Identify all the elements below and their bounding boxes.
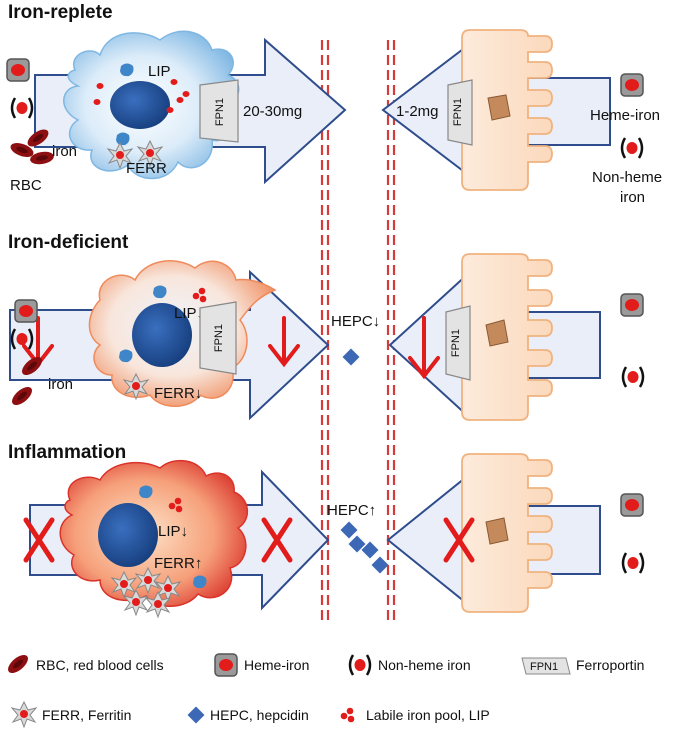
non-heme-iron-icon [10,96,34,120]
legend-lip-icon [340,707,355,723]
fpn1-label: FPN1 [450,329,462,357]
legend-ferroportin-icon [521,657,571,675]
vesicle-icon [193,575,207,589]
vesicle-icon [116,132,130,146]
lip-label: LIP [148,63,171,80]
fpn1-label: FPN1 [213,324,225,352]
section-title-inflammation: Inflammation [8,442,126,463]
ferr-down-label: FERR↓ [154,385,202,402]
vesicle-icon [153,285,167,299]
legend-heme-icon [214,653,238,677]
enterocyte-absorption-amount: 1-2mg [396,103,439,120]
section-title-deficient: Iron-deficient [8,232,129,253]
decrease-arrow [408,316,440,380]
legend-non-heme-label: Non-heme iron [378,657,471,673]
enterocyte-nucleus-deficient [485,319,509,347]
ferroportin-enterocyte-deficient [445,305,471,381]
ferroportin-macrophage-replete [199,79,239,143]
enterocyte-nucleus-inflamed [485,517,509,545]
legend-non-heme-icon [348,653,372,677]
hepcidin-icon [342,348,360,366]
nucleus-replete [110,81,170,129]
enterocyte-nucleus-replete [487,94,511,121]
legend-rbc-icon [4,651,32,677]
heme-iron-icon [620,293,644,317]
non-heme-iron-icon [621,551,645,575]
hepcidin-up-label: HEPC↑ [327,502,376,519]
heme-iron-label: Heme-iron [590,107,660,124]
legend-fpn-box-label: FPN1 [530,661,558,673]
legend-hepcidin-label: HEPC, hepcidin [210,707,309,723]
non-heme-label-line1: Non-heme [592,169,662,186]
legend: RBC, red blood cells Heme-iron Non-heme … [4,651,644,728]
legend-ferritin-icon [11,701,37,728]
macrophage-release-amount: 20-30mg [243,103,302,120]
fpn1-label: FPN1 [452,98,464,126]
non-heme-label-line2: iron [620,189,645,206]
lip-down-label: LIP↓ [174,305,204,322]
heme-iron-icon [14,299,38,323]
vesicle-icon [119,349,133,363]
blocked-mark [261,517,293,563]
iron-label: iron [48,376,73,393]
legend-ferritin-label: FERR, Ferritin [42,707,131,723]
blocked-mark [23,517,55,563]
circulation-divider-lines [320,40,396,625]
fpn1-label: FPN1 [214,98,226,126]
nucleus-deficient [132,303,192,367]
ferroportin-enterocyte-replete [447,79,473,146]
iron-label: iron [52,143,77,160]
non-heme-iron-icon [620,136,644,160]
nucleus-inflamed [98,503,158,567]
heme-iron-icon [620,73,644,97]
legend-ferroportin-label: Ferroportin [576,657,644,673]
rbc-label: RBC [10,177,42,194]
legend-heme-label: Heme-iron [244,657,309,673]
blocked-mark [443,517,475,563]
labile-iron-dots-replete [93,79,190,113]
legend-rbc-label: RBC, red blood cells [36,657,164,673]
rbc-icon [8,383,36,409]
vesicle-icon [139,485,153,499]
legend-lip-label: Labile iron pool, LIP [366,707,490,723]
legend-hepcidin-icon [187,706,205,724]
hepcidin-down-label: HEPC↓ [331,313,380,330]
ferroportin-macrophage-deficient [199,301,237,375]
vesicle-icon [120,63,134,77]
heme-iron-icon [620,493,644,517]
ferr-up-label: FERR↑ [154,555,202,572]
section-title-replete: Iron-replete [8,2,113,23]
heme-iron-icon [6,58,30,82]
decrease-arrow [268,316,300,368]
non-heme-iron-icon [621,365,645,389]
ferr-label: FERR [126,160,167,177]
hepcidin-icon [340,521,358,539]
hepcidin-icon [371,556,389,574]
lip-down-label: LIP↓ [158,523,188,540]
